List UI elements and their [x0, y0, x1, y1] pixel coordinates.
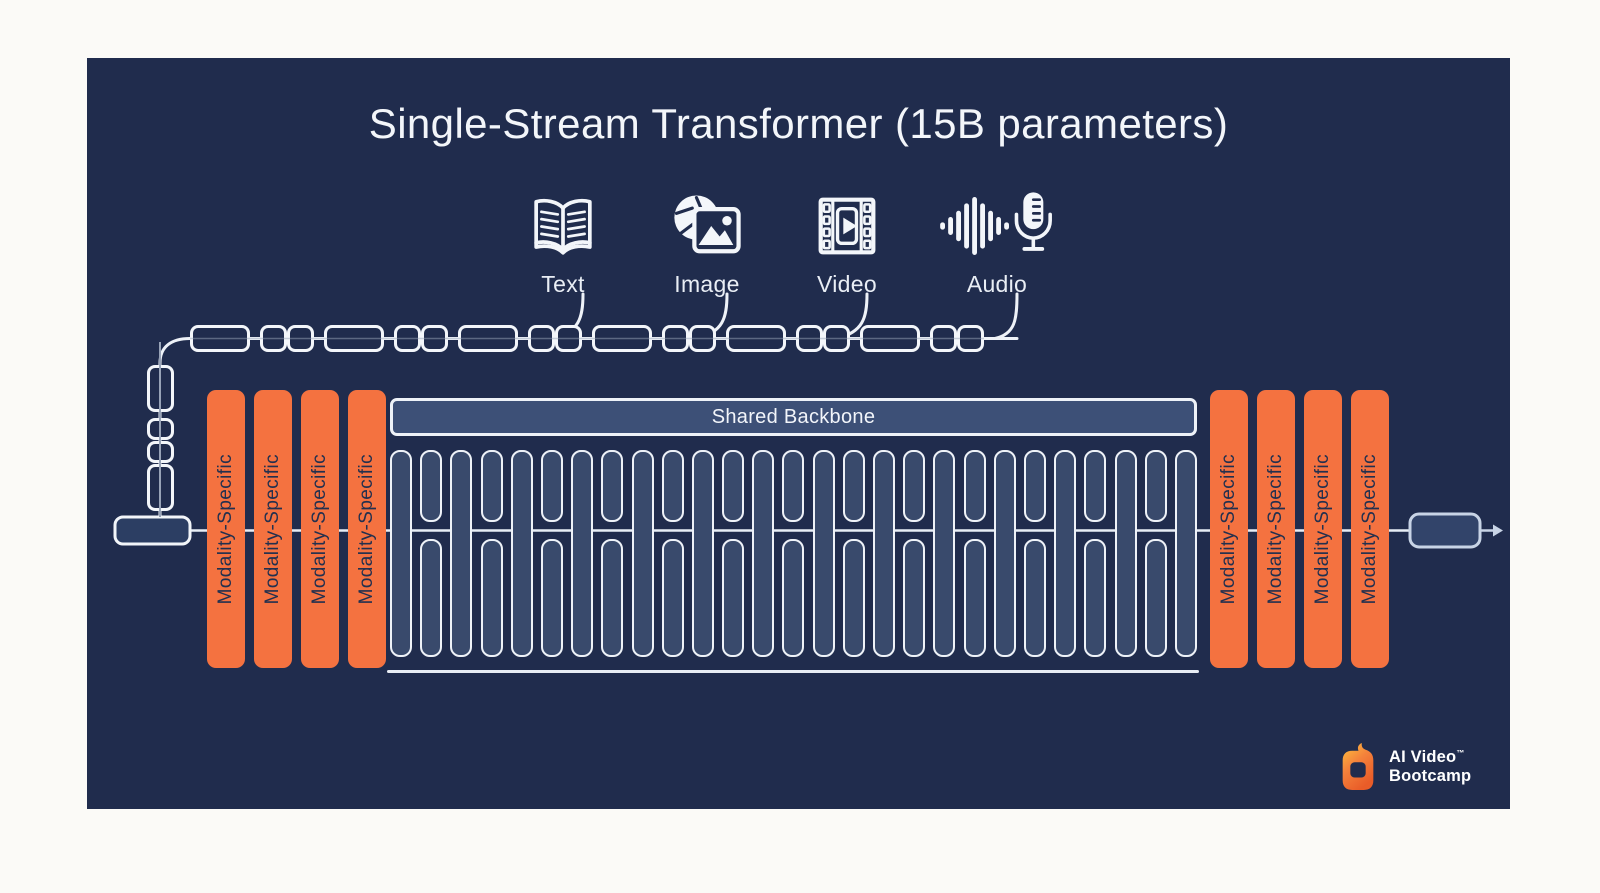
backbone-layer-top — [1084, 450, 1107, 522]
backbone-layers — [390, 450, 1197, 657]
shared-backbone-header: Shared Backbone — [390, 398, 1197, 436]
adapter-label: Modality-Specific — [1359, 453, 1380, 605]
brand-flame-icon — [1342, 743, 1374, 790]
modality-specific-adapter: Modality-Specific — [1257, 390, 1295, 668]
backbone-layer — [390, 450, 412, 657]
backbone-layer-top — [903, 450, 926, 522]
backbone-layer — [631, 450, 654, 657]
backbone-layer-bottom — [1084, 539, 1107, 657]
adapter-label: Modality-Specific — [215, 453, 236, 605]
backbone-layer — [812, 450, 835, 657]
backbone-underline — [387, 670, 1199, 673]
modality-audio: Audio — [937, 186, 1057, 298]
modality-specific-adapter: Modality-Specific — [207, 390, 245, 668]
backbone-layer-bottom — [963, 539, 986, 657]
adapter-label: Modality-Specific — [356, 453, 377, 605]
adapter-group-left: Modality-Specific Modality-Specific Modali… — [207, 390, 386, 668]
backbone-layer — [571, 450, 594, 657]
backbone-layer — [993, 450, 1016, 657]
modality-specific-adapter: Modality-Specific — [301, 390, 339, 668]
input-embedding-box — [113, 515, 192, 546]
backbone-layer-top — [480, 450, 503, 522]
backbone-layer — [963, 450, 986, 657]
backbone-layer — [1144, 450, 1167, 657]
modality-label: Text — [541, 271, 585, 297]
modality-video: Video — [787, 186, 907, 298]
brand-logo-text: AI Video™ Bootcamp — [1389, 748, 1471, 786]
backbone-layer-bottom — [420, 539, 443, 657]
backbone-layer — [752, 450, 775, 657]
brand-logo: AI Video™ Bootcamp — [1335, 742, 1471, 792]
backbone-layer — [782, 450, 805, 657]
backbone-layer-top — [782, 450, 805, 522]
image-icon — [674, 195, 741, 254]
trademark-symbol: ™ — [1456, 748, 1465, 758]
backbone-layer — [722, 450, 745, 657]
modality-label: Audio — [966, 271, 1028, 297]
backbone-layer-bottom — [782, 539, 805, 657]
backbone-layer-bottom — [661, 539, 684, 657]
audio-mic-icon — [940, 192, 1052, 255]
backbone-layer-bottom — [903, 539, 926, 657]
backbone-layer-top — [540, 450, 563, 522]
backbone-layer-bottom — [1144, 539, 1167, 657]
backbone-layer-top — [842, 450, 865, 522]
modality-label: Image — [674, 271, 740, 297]
modality-text: Text — [503, 186, 623, 298]
modality-specific-adapter: Modality-Specific — [1210, 390, 1248, 668]
output-arrow-icon — [1493, 524, 1503, 537]
modality-image: Image — [647, 186, 767, 298]
backbone-layer — [540, 450, 563, 657]
backbone-layer-top — [1144, 450, 1167, 522]
modality-specific-adapter: Modality-Specific — [1304, 390, 1342, 668]
backbone-layer — [903, 450, 926, 657]
backbone-layer — [420, 450, 443, 657]
adapter-label: Modality-Specific — [309, 453, 330, 605]
backbone-layer-top — [661, 450, 684, 522]
backbone-layer-bottom — [480, 539, 503, 657]
adapter-label: Modality-Specific — [1312, 453, 1333, 605]
modality-specific-adapter: Modality-Specific — [348, 390, 386, 668]
backbone-layer-top — [420, 450, 443, 522]
diagram-title: Single-Stream Transformer (15B parameter… — [368, 100, 1229, 147]
book-icon — [534, 198, 592, 255]
adapter-label: Modality-Specific — [1218, 453, 1239, 605]
adapter-group-right: Modality-Specific Modality-Specific Modali… — [1210, 390, 1389, 668]
backbone-layer — [450, 450, 473, 657]
backbone-layer — [1114, 450, 1137, 657]
modality-specific-adapter: Modality-Specific — [254, 390, 292, 668]
backbone-layer-bottom — [842, 539, 865, 657]
backbone-layer — [1054, 450, 1077, 657]
adapter-label: Modality-Specific — [1265, 453, 1286, 605]
backbone-layer — [1023, 450, 1046, 657]
backbone-layer — [842, 450, 865, 657]
backbone-layer-top — [722, 450, 745, 522]
output-box — [1408, 512, 1482, 549]
backbone-layer — [1084, 450, 1107, 657]
backbone-layer-bottom — [601, 539, 624, 657]
shared-backbone-label: Shared Backbone — [711, 405, 876, 428]
backbone-layer — [510, 450, 533, 657]
backbone-layer — [601, 450, 624, 657]
backbone-layer-top — [963, 450, 986, 522]
film-icon — [818, 197, 876, 255]
backbone-layer-bottom — [722, 539, 745, 657]
backbone-layer — [480, 450, 503, 657]
backbone-layer — [661, 450, 684, 657]
modality-label: Video — [817, 271, 877, 297]
adapter-label: Modality-Specific — [262, 453, 283, 605]
backbone-layer-bottom — [1023, 539, 1046, 657]
backbone-layer — [933, 450, 956, 657]
modality-specific-adapter: Modality-Specific — [1351, 390, 1389, 668]
backbone-layer-top — [1023, 450, 1046, 522]
diagram-panel: Single-Stream Transformer (15B parameter… — [87, 58, 1510, 809]
backbone-layer-bottom — [540, 539, 563, 657]
backbone-layer — [691, 450, 714, 657]
backbone-layer-top — [601, 450, 624, 522]
brand-name-line1: AI Video — [1389, 748, 1457, 767]
brand-name-line2: Bootcamp — [1389, 767, 1472, 785]
backbone-layer — [1174, 450, 1197, 657]
backbone-layer — [873, 450, 895, 657]
